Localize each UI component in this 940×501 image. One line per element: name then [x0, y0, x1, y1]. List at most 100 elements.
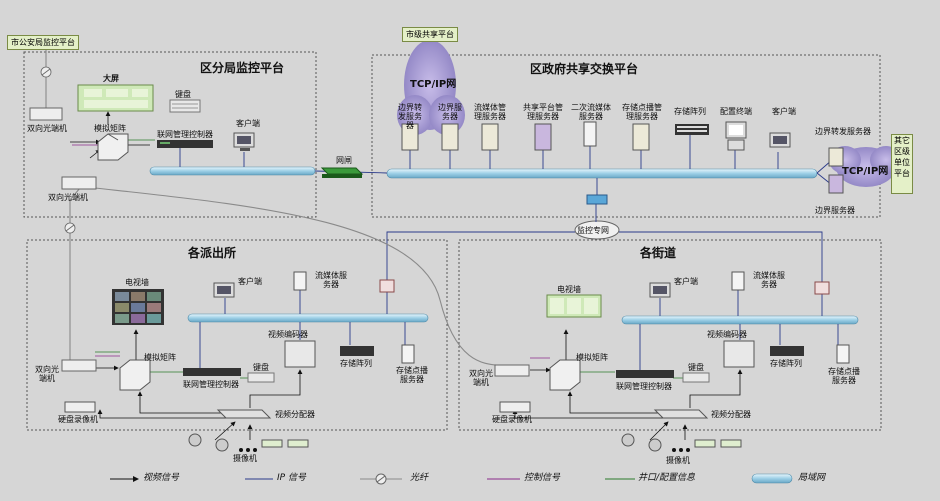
router-icon: [379, 279, 830, 295]
street-controller-label: 联网管理控制器: [616, 382, 672, 391]
fiber-transceiver-icon: [61, 359, 97, 372]
stream-server-icon: [293, 271, 307, 291]
client-icon: [213, 282, 235, 298]
matrix-icon: [119, 359, 151, 391]
zone-title-gov: 区政府共享交换平台: [530, 62, 639, 76]
server-storage-label: 存储点播管理服务器: [622, 103, 662, 121]
street-fiber-tx-label: 双向光端机: [469, 369, 493, 387]
encoder-icon: [723, 340, 755, 368]
zone-street-box: [458, 239, 882, 431]
camera-icon: [621, 433, 742, 452]
storage-array-icon: [675, 124, 709, 135]
big-screen-icon: [77, 84, 154, 112]
fiber-tx-bottom-label: 双向光端机: [48, 193, 88, 202]
gov-client-label: 客户端: [772, 107, 796, 116]
server-border-forward-label: 边界转发服务器: [398, 103, 422, 130]
storage-array-icon: [340, 346, 374, 356]
station-dvr-label: 硬盘录像机: [58, 415, 98, 424]
matrix-label: 模拟矩阵: [94, 124, 126, 133]
station-encoder-label: 视频编码器: [268, 330, 308, 339]
monitor-net-label: 监控专网: [577, 226, 609, 235]
station-stream-server-label: 流媒体服务器: [315, 271, 347, 289]
encoder-icon: [284, 340, 316, 368]
config-terminal-label: 配置终端: [720, 107, 752, 116]
street-storage-array-label: 存储阵列: [770, 359, 802, 368]
vod-server-icon: [401, 344, 415, 364]
street-matrix-label: 模拟矩阵: [576, 353, 608, 362]
legend-symbols: [110, 473, 793, 485]
server-stream-label: 流媒体管理服务器: [474, 103, 506, 121]
legend-ip: IP 信号: [277, 473, 306, 483]
client-icon: [649, 282, 671, 298]
legend-lan: 局域网: [798, 473, 826, 483]
street-vod-server-label: 存储点播服务器: [828, 367, 860, 385]
controller-icon: [183, 368, 241, 376]
switch-icon: [586, 194, 608, 205]
lan-station: [187, 313, 429, 323]
legend-video: 视频信号: [143, 473, 180, 483]
street-client-label: 客户端: [674, 277, 698, 286]
street-encoder-label: 视频编码器: [707, 330, 747, 339]
zone-district-box: [23, 51, 317, 218]
fiber-lines: [45, 50, 511, 369]
server-border-label: 边界服务器: [438, 103, 462, 121]
vod-server-icon: [836, 344, 850, 364]
matrix-icon: [549, 359, 581, 391]
lan-street: [621, 315, 859, 325]
dvr-icon: [499, 401, 531, 413]
storage-array-icon: [770, 346, 804, 356]
fiber-tx-top-label: 双向光端机: [27, 124, 67, 133]
tv-wall-icon: [546, 294, 602, 318]
keyboard-icon: [169, 99, 201, 113]
controller-label: 联网管理控制器: [157, 130, 213, 139]
street-keyboard-label: 键盘: [688, 363, 704, 372]
station-storage-array-label: 存储阵列: [340, 359, 372, 368]
controller-icon: [616, 370, 674, 378]
city-police-platform-label: 市公安局监控平台: [7, 35, 79, 50]
tv-wall-icon: [112, 289, 164, 325]
station-controller-label: 联网管理控制器: [183, 380, 239, 389]
station-keyboard-label: 键盘: [253, 363, 269, 372]
control-lines: [72, 144, 550, 359]
gateway-label: 网闸: [336, 156, 352, 165]
splitter-icon: [653, 409, 709, 419]
splitter-icon: [216, 409, 272, 419]
fiber-symbols: [40, 66, 76, 234]
keyboard-icon: [682, 372, 710, 383]
config-terminal-icon: [725, 121, 747, 151]
matrix-icon: [97, 133, 129, 161]
zone-title-stations: 各派出所: [188, 246, 237, 260]
storage-array-label: 存储阵列: [674, 107, 706, 116]
lan-district: [149, 166, 316, 176]
tv-wall-label: 电视墙: [125, 278, 149, 287]
street-stream-server-label: 流媒体服务器: [753, 271, 785, 289]
street-splitter-label: 视频分配器: [711, 410, 751, 419]
big-screen-label: 大屏: [103, 74, 119, 83]
keyboard-label: 键盘: [175, 90, 191, 99]
street-camera-label: 摄像机: [666, 456, 690, 465]
legend-control: 控制信号: [524, 473, 561, 483]
camera-icon: [188, 433, 309, 452]
fiber-transceiver-icon: [494, 364, 530, 377]
keyboard-icon: [247, 372, 275, 383]
dvr-icon: [64, 401, 96, 413]
stream-server-icon: [731, 271, 745, 291]
client-icon: [233, 132, 255, 151]
legend-serial: 井口/配置信息: [638, 473, 696, 483]
street-dvr-label: 硬盘录像机: [492, 415, 532, 424]
station-fiber-tx-label: 双向光端机: [35, 365, 59, 383]
zone-title-district: 区分局监控平台: [200, 61, 285, 75]
tcpip-label-right: TCP/IP网: [842, 166, 889, 177]
video-lines: [70, 111, 743, 441]
border-forward-label: 边界转发服务器: [815, 127, 871, 136]
legend-fiber: 光纤: [410, 473, 429, 483]
gateway-icon: [320, 167, 364, 178]
station-matrix-label: 模拟矩阵: [144, 353, 176, 362]
station-vod-server-label: 存储点播服务器: [396, 366, 428, 384]
border-server-label: 边界服务器: [815, 206, 855, 215]
server-share-label: 共享平台管理服务器: [523, 103, 563, 121]
other-region-platform-label: 其它区级单位平台: [891, 134, 913, 194]
server-icon: [401, 121, 844, 194]
server-stream2-label: 二次流媒体服务器: [571, 103, 611, 121]
